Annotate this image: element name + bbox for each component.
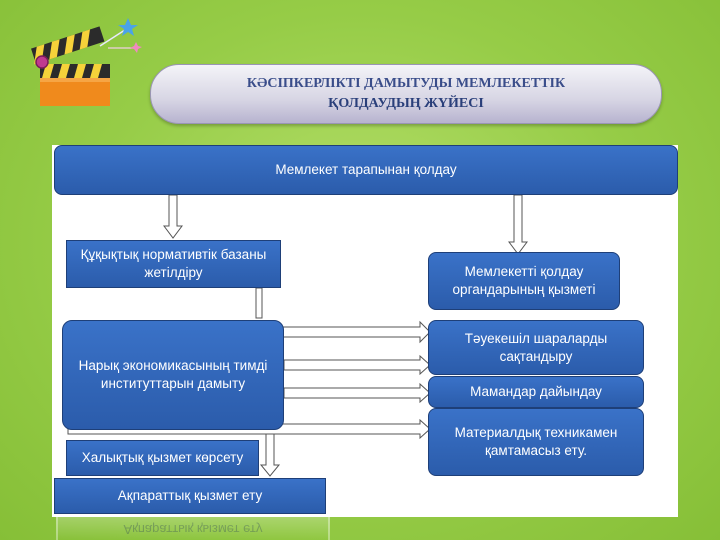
down-arrow-icon bbox=[163, 194, 183, 239]
title-line-2: ҚОЛДАУДЫҢ ЖҮЙЕСІ bbox=[328, 96, 484, 111]
down-arrow-icon bbox=[508, 194, 528, 255]
state-support-box: Мемлекет тарапынан қолдау bbox=[54, 145, 678, 195]
support-bodies-box: Мемлекетті қолдау органдарының қызметі bbox=[428, 252, 620, 310]
title-line-1: КӘСІПКЕРЛІКТІ ДАМЫТУДЫ МЕМЛЕКЕТТІК bbox=[246, 76, 566, 91]
bottom-box-reflection: Ақпараттық қызмет ету bbox=[56, 515, 330, 540]
legal-base-box: Құқықтық нормативтік базаны жетілдіру bbox=[66, 240, 281, 288]
right-arrow-icon bbox=[281, 320, 431, 344]
star-icon bbox=[118, 18, 138, 36]
material-supply-box: Материалдық техникамен қамтамасыз ету. bbox=[428, 408, 644, 476]
clapperboard-icon bbox=[31, 18, 142, 106]
risk-insurance-box: Тәуекешіл шараларды сақтандыру bbox=[428, 320, 644, 375]
training-box: Мамандар дайындау bbox=[428, 376, 644, 408]
market-institutions-box: Нарық экономикасының тимді институттарын… bbox=[62, 320, 284, 430]
information-service-box: Ақпараттық қызмет ету bbox=[54, 478, 326, 514]
title-banner: КӘСІПКЕРЛІКТІ ДАМЫТУДЫ МЕМЛЕКЕТТІК ҚОЛДА… bbox=[150, 64, 662, 124]
public-service-box: Халықтық қызмет көрсету bbox=[66, 440, 259, 476]
